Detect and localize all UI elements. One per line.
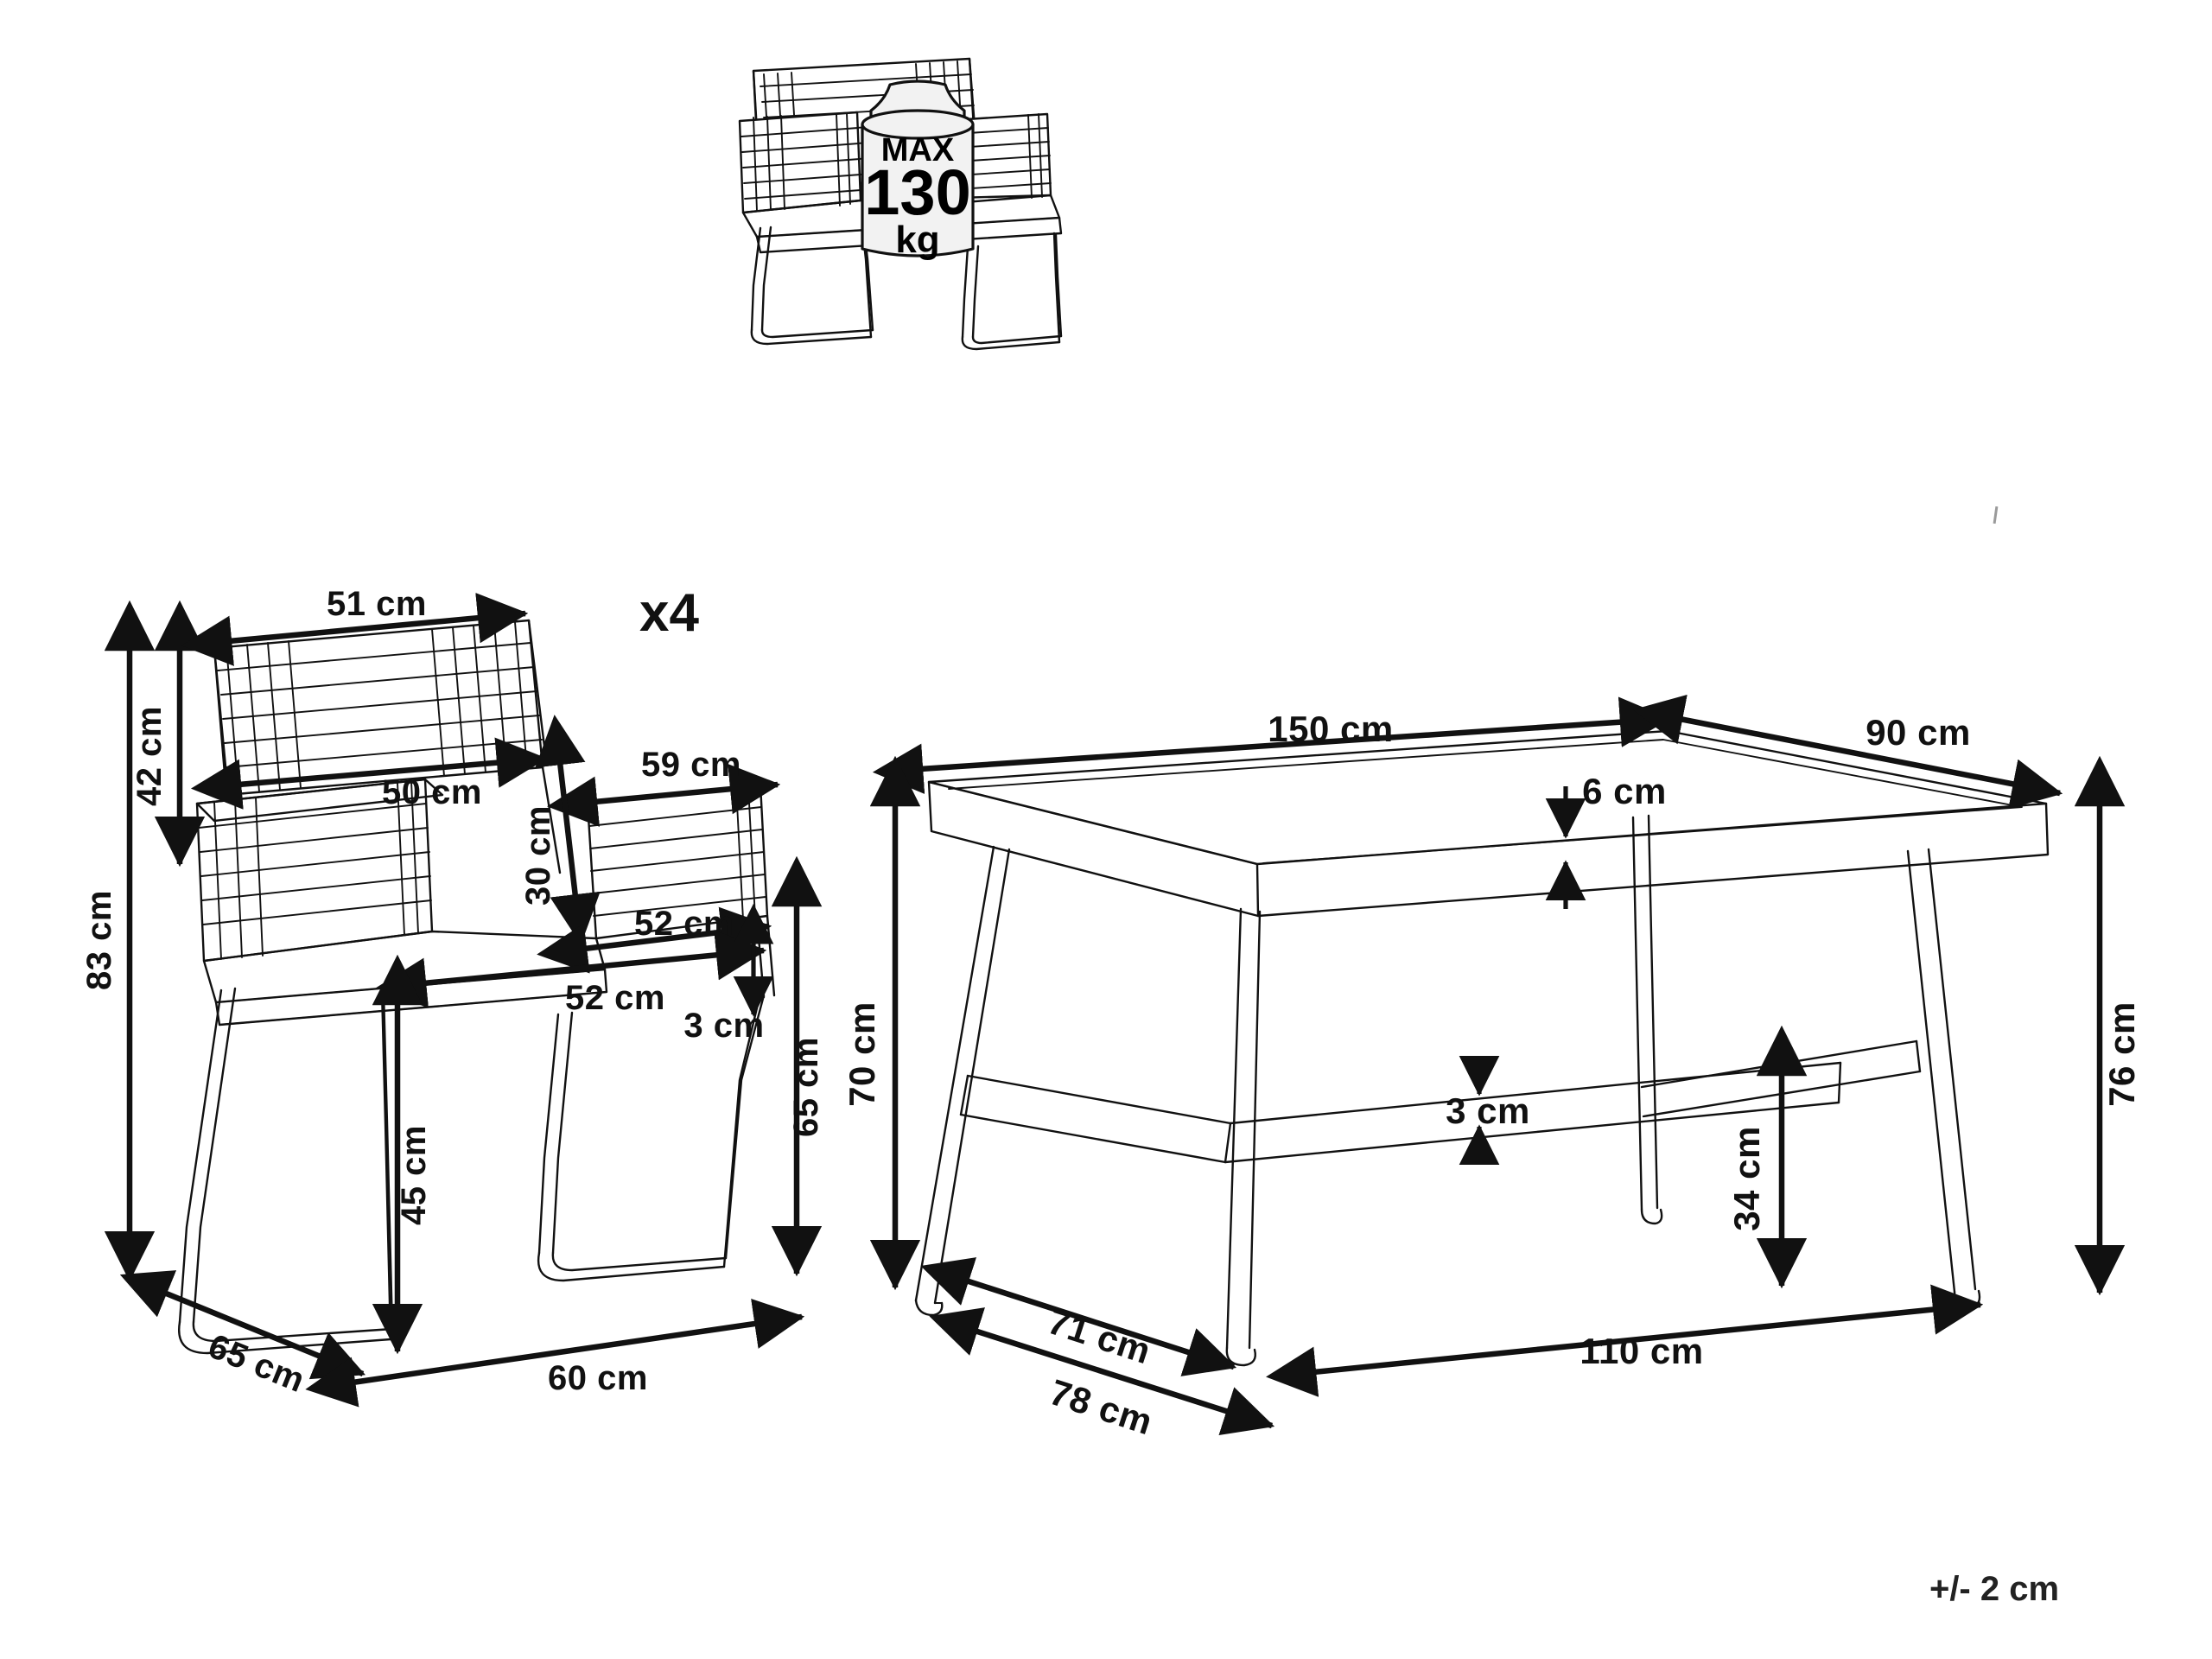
chair-load-illustration: MAX 130 kg <box>738 57 1063 351</box>
chair-quantity-label: x4 <box>639 583 699 643</box>
dim-chair-seat-depth-upper: 52 cm <box>537 905 772 974</box>
dim-label-45cm: 45 cm <box>395 1125 433 1225</box>
dim-label-150cm: 150 cm <box>1268 709 1393 749</box>
dim-chair-armrest-length: 59 cm <box>546 746 781 827</box>
max-label-line1: MAX <box>881 132 955 168</box>
dim-label-50cm: 50 cm <box>382 773 482 811</box>
dim-chair-depth: 65 cm <box>119 1270 366 1400</box>
dim-table-total-height: 76 cm <box>2074 755 2142 1296</box>
dim-table-foot-span-width: 110 cm <box>1266 1284 1984 1397</box>
dim-label-65cm-side: 65 cm <box>787 1037 825 1137</box>
dim-table-stretcher-height: 34 cm <box>1726 1025 1808 1289</box>
dim-chair-seat-thickness: 3 cm <box>683 903 774 1045</box>
dim-chair-side-height: 65 cm <box>771 855 825 1277</box>
dim-chair-width: 60 cm <box>305 1299 805 1408</box>
dim-table-top-thickness: 6 cm <box>1545 771 1667 909</box>
dim-label-52cm-lower: 52 cm <box>565 979 665 1017</box>
dim-table-height: 70 cm <box>842 755 921 1291</box>
dim-table-length: 150 cm <box>872 696 1671 794</box>
dim-label-60cm: 60 cm <box>548 1359 648 1397</box>
dim-table-width: 90 cm <box>1632 694 2063 810</box>
dim-table-foot-span-depth: 71 cm <box>920 1257 1237 1376</box>
max-label-line3: kg <box>895 219 939 261</box>
dim-label-110cm: 110 cm <box>1580 1331 1703 1371</box>
dim-chair-seat-height: 45 cm <box>372 954 433 1355</box>
dim-label-76cm: 76 cm <box>2101 1001 2142 1107</box>
dim-label-65cm-depth: 65 cm <box>203 1327 310 1400</box>
dim-label-70cm: 70 cm <box>842 1001 882 1107</box>
dim-chair-back-width: 50 cm <box>190 737 548 811</box>
dim-label-34cm: 34 cm <box>1726 1126 1767 1231</box>
dim-chair-armrest-depth: 30 cm <box>519 715 601 945</box>
dim-table-base-depth: 78 cm <box>929 1307 1275 1442</box>
dim-chair-total-height: 83 cm <box>80 600 156 1282</box>
dim-label-6cm: 6 cm <box>1582 771 1667 811</box>
dim-table-stretcher-thickness: 3 cm <box>1446 1055 1530 1166</box>
dim-label-30cm: 30 cm <box>519 805 557 906</box>
dim-label-52cm-upper: 52 cm <box>634 905 734 943</box>
dim-label-3cm-table: 3 cm <box>1446 1090 1530 1131</box>
artifact-speck <box>1993 505 1999 524</box>
dim-label-51cm: 51 cm <box>327 585 427 623</box>
max-label-line2: 130 <box>864 156 970 228</box>
dim-label-42cm: 42 cm <box>130 706 168 806</box>
dim-label-3cm-chair: 3 cm <box>683 1007 764 1045</box>
max-load-weight-icon <box>861 79 975 257</box>
dim-chair-seat-depth-lower: 52 cm <box>376 930 767 1017</box>
dim-chair-back-top-width: 51 cm <box>181 585 529 666</box>
tolerance-note: +/- 2 cm <box>1929 1570 2059 1608</box>
dim-chair-backrest-height: 42 cm <box>130 600 206 868</box>
dim-label-59cm: 59 cm <box>641 746 741 784</box>
dim-label-90cm: 90 cm <box>1866 712 1971 753</box>
dim-label-83cm: 83 cm <box>80 890 118 990</box>
